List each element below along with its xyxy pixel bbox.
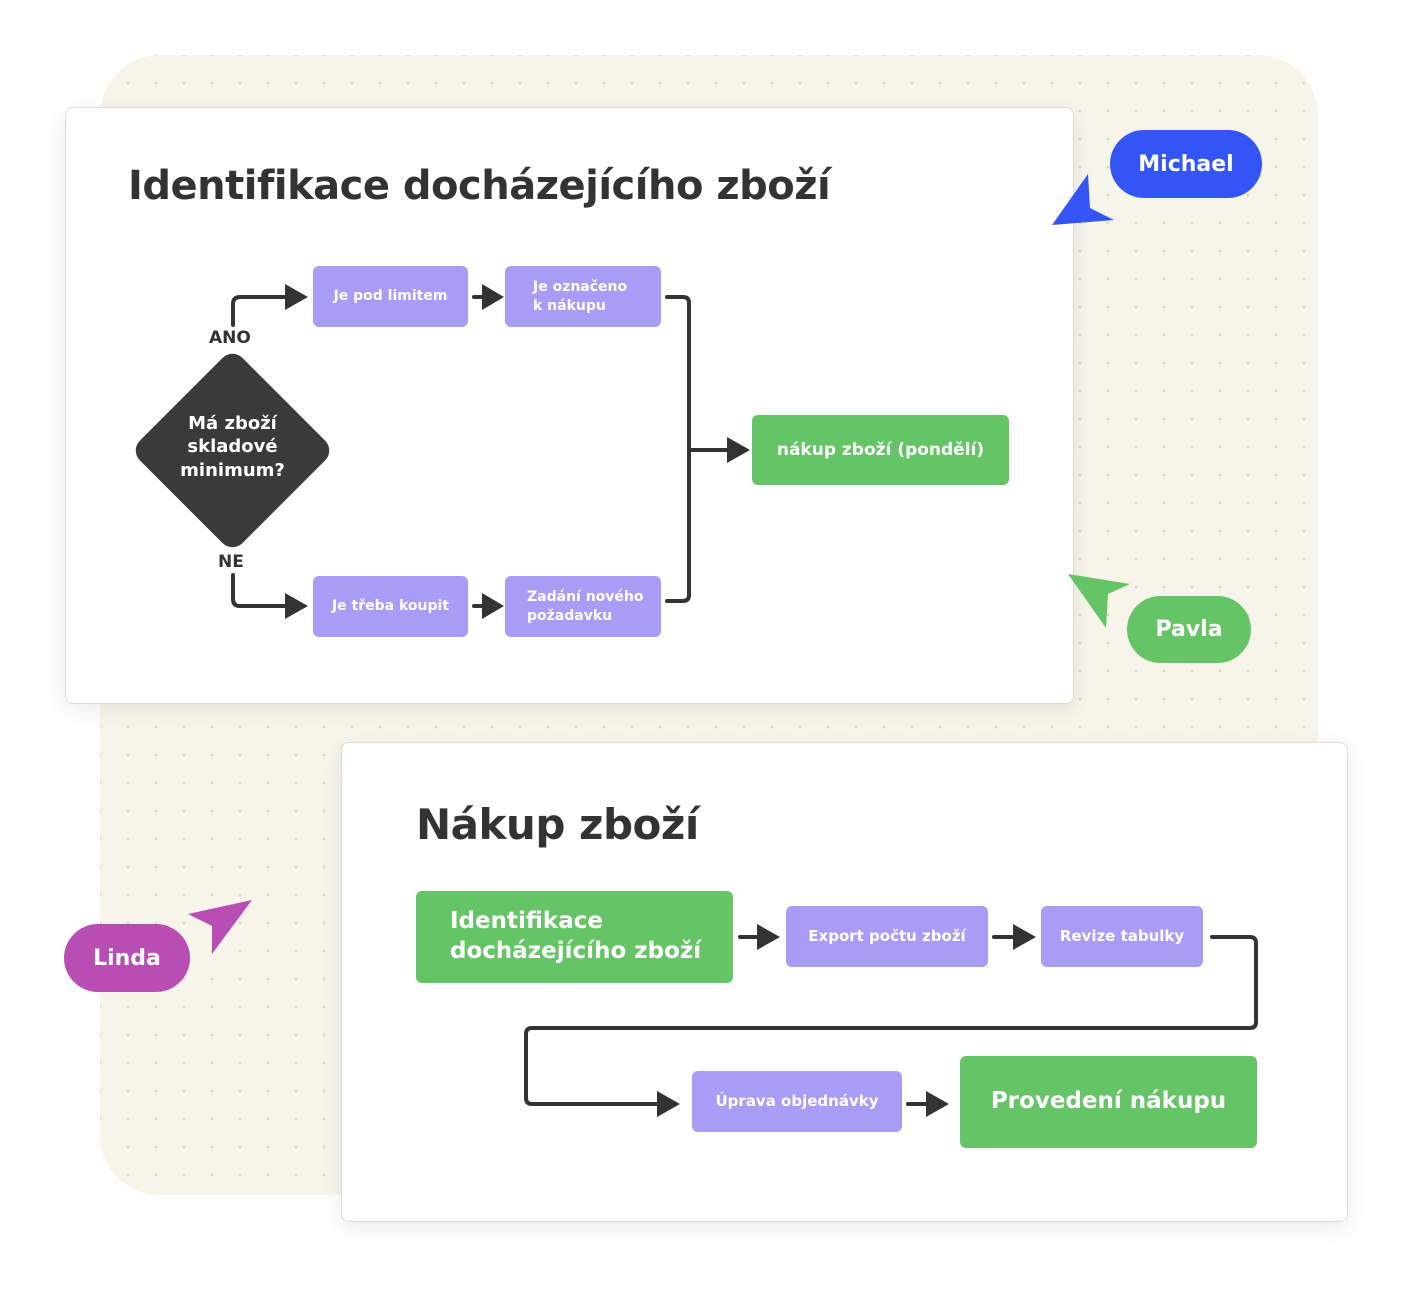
collaborator-badge-linda[interactable]: Linda (64, 924, 190, 992)
node-under-limit[interactable]: Je pod limitem (313, 266, 468, 327)
node-export-label: Export počtu zboží (808, 926, 966, 945)
node-export-count[interactable]: Export počtu zboží (786, 906, 988, 967)
node-marked-for-purchase[interactable]: Je označeno k nákupu (505, 266, 661, 327)
collaborator-name: Michael (1138, 151, 1234, 177)
node-need-buy-label: Je třeba koupit (331, 598, 450, 615)
node-new-request-label: Zadání nového požadavku (527, 589, 644, 624)
node-edit-order-label: Úprava objednávky (715, 1091, 879, 1110)
connector-merge (665, 295, 691, 603)
node-purchase-monday-label: nákup zboží (pondělí) (776, 439, 985, 460)
node-review-label: Revize tabulky (1059, 926, 1185, 945)
card-title-purchase: Nákup zboží (416, 800, 699, 849)
connector-no-to-need-buy (231, 573, 295, 608)
card-title-identification: Identifikace docházejícího zboží (128, 163, 831, 209)
branch-label-yes: ANO (209, 328, 251, 348)
pointer-arrow-icon (188, 900, 252, 954)
node-identify-goods[interactable]: Identifikace docházejícího zboží (416, 891, 733, 983)
collaborator-badge-michael[interactable]: Michael (1110, 130, 1262, 198)
node-execute-purchase[interactable]: Provedení nákupu (960, 1056, 1257, 1148)
decision-label: Má zboží skladové minimum? (180, 413, 285, 481)
node-execute-label: Provedení nákupu (990, 1088, 1227, 1115)
node-review-table[interactable]: Revize tabulky (1041, 906, 1203, 967)
node-marked-label: Je označeno k nákupu (533, 279, 628, 314)
node-need-to-buy[interactable]: Je třeba koupit (313, 576, 468, 637)
pointer-arrow-icon (1052, 174, 1114, 225)
collaborator-name: Linda (93, 945, 161, 971)
collaborator-name: Pavla (1155, 617, 1223, 642)
connector-yes-to-under-limit (231, 295, 295, 327)
pointer-arrow-icon (1068, 574, 1130, 628)
connector-review-to-edit (524, 935, 1258, 1106)
node-identify-label: Identifikace docházejícího zboží (450, 908, 702, 964)
node-purchase-monday[interactable]: nákup zboží (pondělí) (752, 415, 1009, 485)
node-under-limit-label: Je pod limitem (333, 288, 448, 305)
collaborator-badge-pavla[interactable]: Pavla (1127, 596, 1251, 663)
node-new-request[interactable]: Zadání nového požadavku (505, 576, 661, 637)
branch-label-no: NE (218, 552, 244, 572)
node-edit-order[interactable]: Úprava objednávky (692, 1071, 902, 1132)
